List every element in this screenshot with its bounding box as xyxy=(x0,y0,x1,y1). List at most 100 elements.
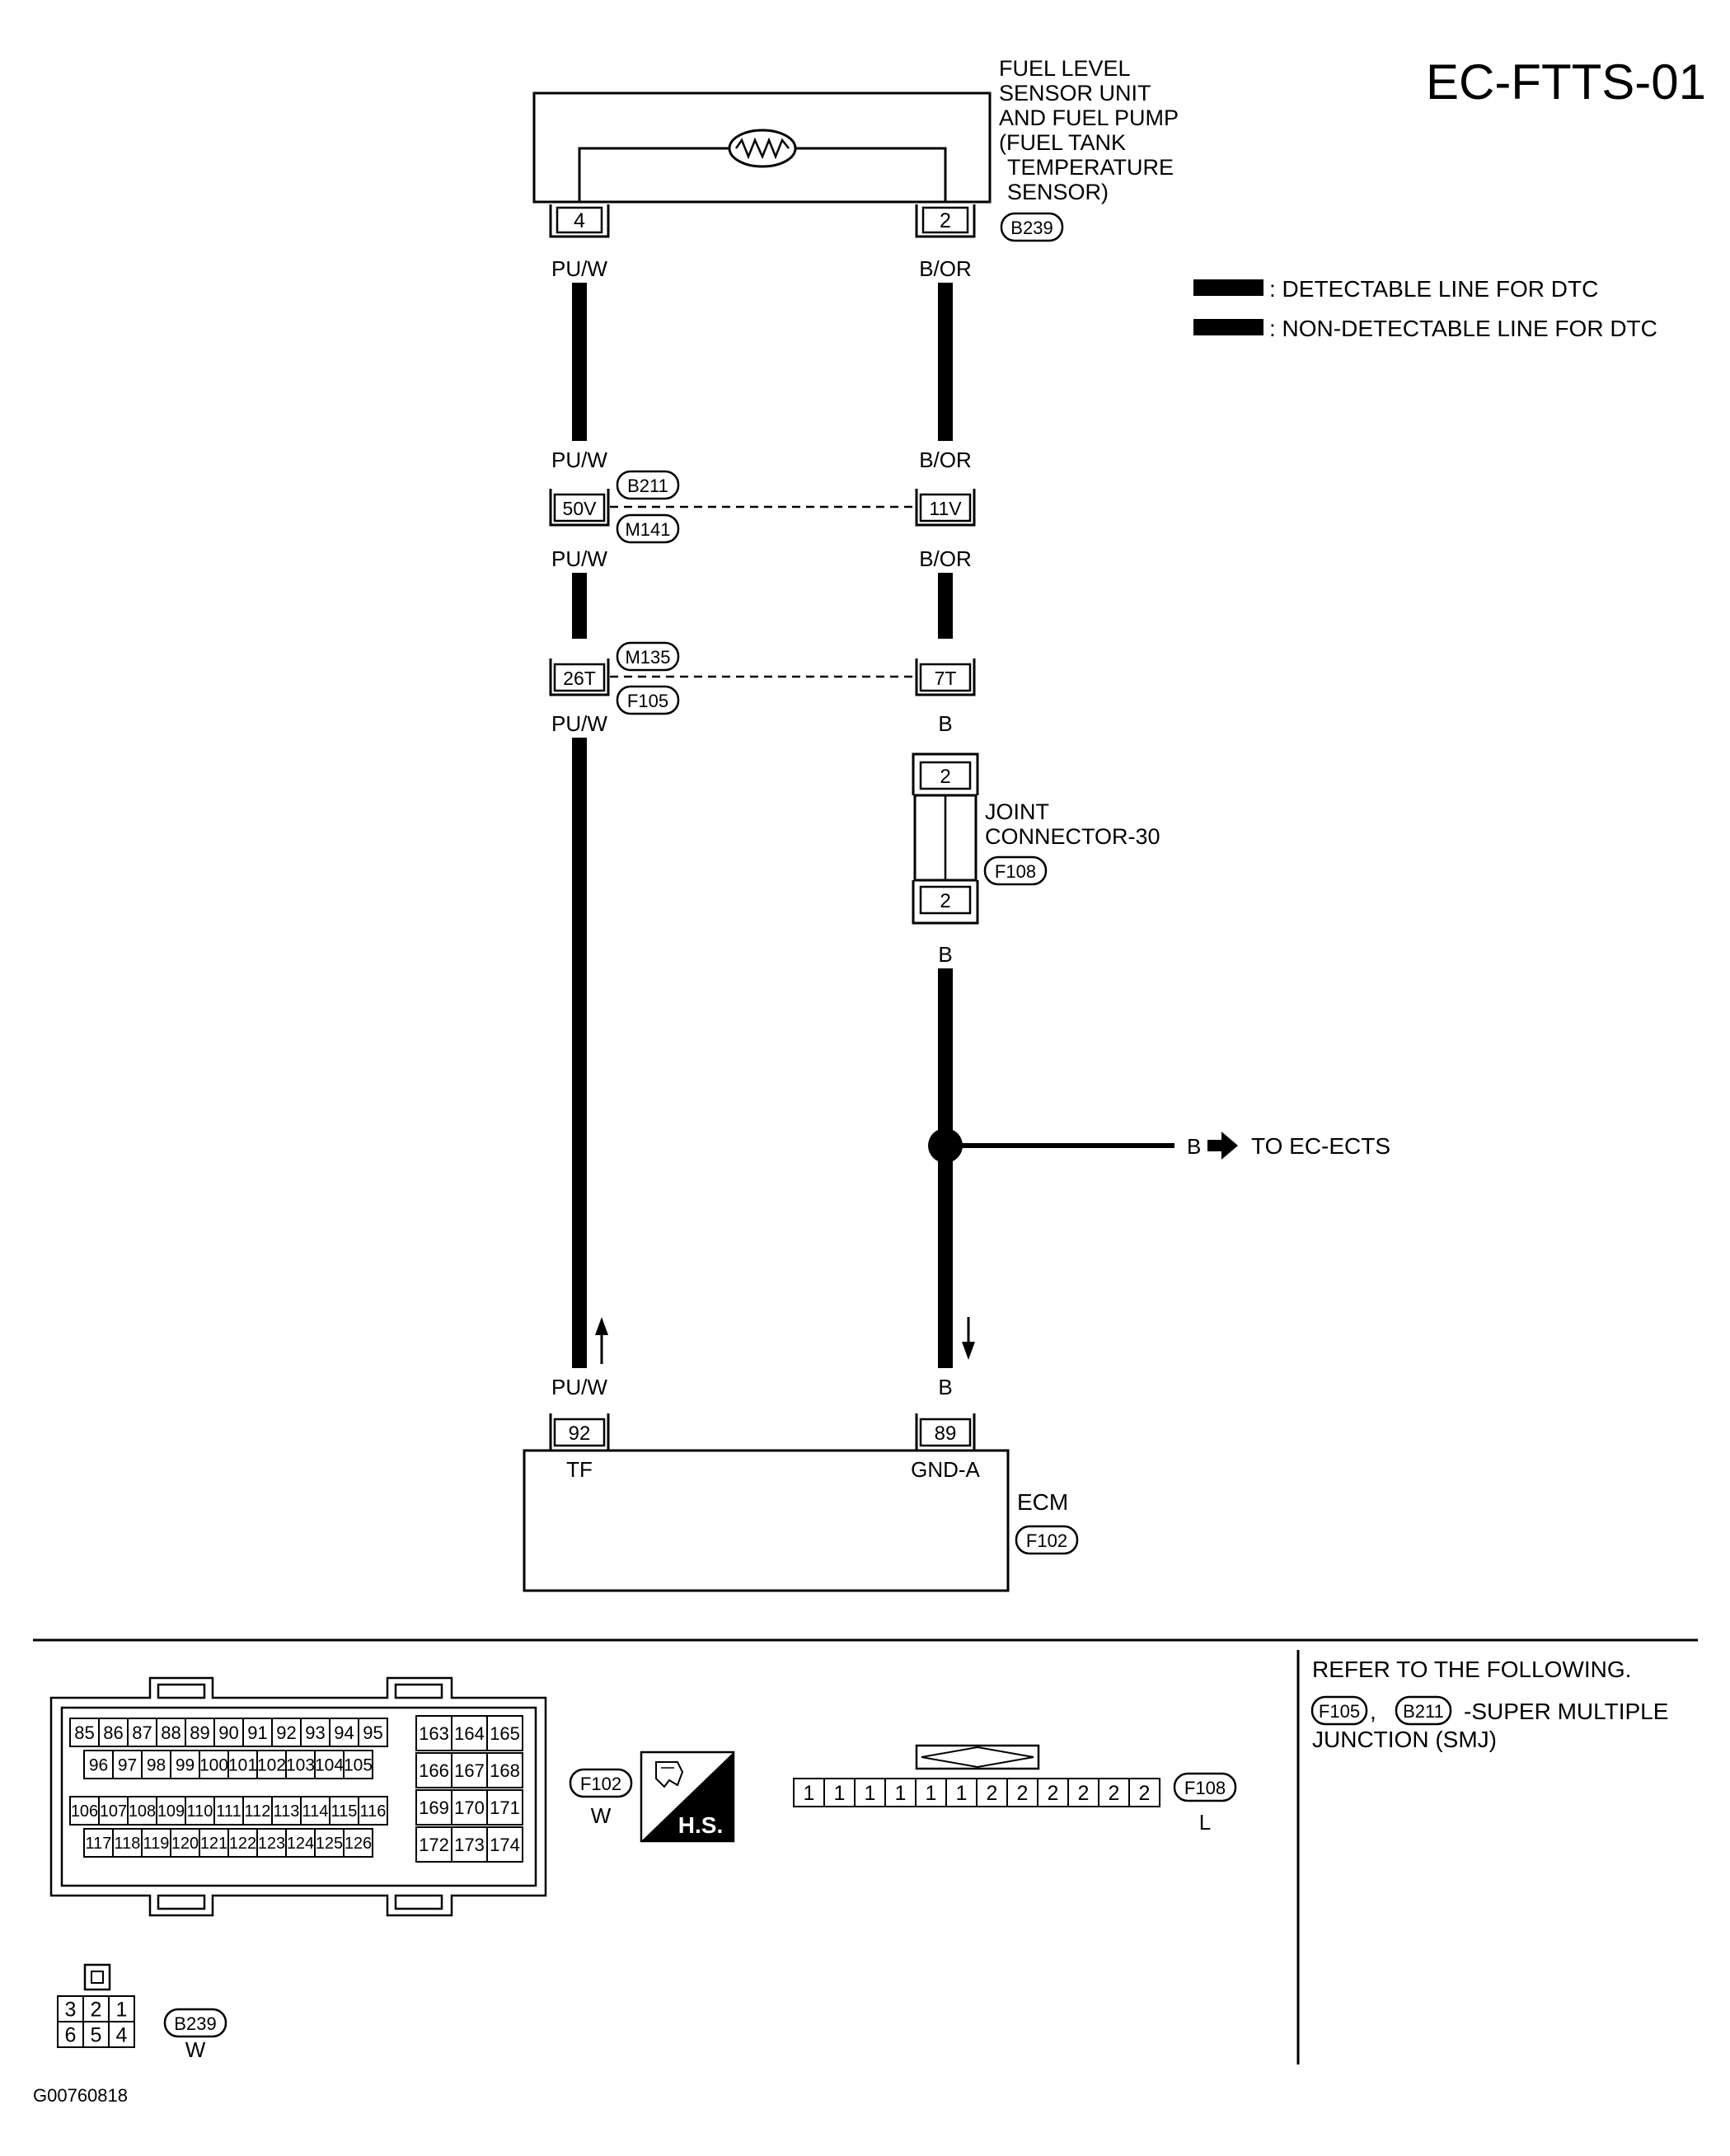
sensor-pin-right: 2 xyxy=(915,204,976,238)
connector-pin: 91 xyxy=(242,1718,273,1747)
connector-pin: 108 xyxy=(127,1796,157,1826)
connector-pin: 5 xyxy=(82,2021,110,2048)
svg-text:AND FUEL PUMP: AND FUEL PUMP xyxy=(999,105,1179,130)
connector-pin: 87 xyxy=(127,1718,157,1747)
svg-text:2: 2 xyxy=(987,1782,998,1805)
connector-pin: 119 xyxy=(141,1828,171,1858)
svg-text:4: 4 xyxy=(116,2024,128,2047)
connector-pin: 103 xyxy=(285,1750,316,1779)
svg-text:172: 172 xyxy=(419,1835,449,1855)
connector-pin: 165 xyxy=(486,1715,523,1751)
up-arrow-icon xyxy=(595,1317,608,1364)
sensor-box xyxy=(532,91,992,204)
svg-text:104: 104 xyxy=(315,1756,344,1775)
connector-pin: 85 xyxy=(69,1718,100,1747)
refer-text: JUNCTION (SMJ) xyxy=(1312,1727,1497,1752)
svg-text:89: 89 xyxy=(190,1722,209,1743)
connector-pin: 97 xyxy=(112,1750,143,1779)
legend-detectable-swatch xyxy=(1193,279,1264,296)
connector-pin: 93 xyxy=(300,1718,331,1747)
connector-pin: 120 xyxy=(170,1828,200,1858)
svg-text:1: 1 xyxy=(804,1782,815,1805)
connector-code-badge xyxy=(163,2008,227,2038)
f102-connector-face xyxy=(49,1676,547,1917)
connector-pin: 1 xyxy=(823,1778,856,1807)
svg-text:SENSOR UNIT: SENSOR UNIT xyxy=(999,81,1151,105)
svg-text:SENSOR): SENSOR) xyxy=(1007,180,1109,204)
connector-pin: 172 xyxy=(415,1826,452,1863)
svg-text:169: 169 xyxy=(419,1797,449,1818)
connector-pin: 174 xyxy=(486,1826,523,1863)
branch-target: TO EC-ECTS xyxy=(1251,1133,1390,1159)
connector-pin: 168 xyxy=(486,1752,523,1788)
svg-text:122: 122 xyxy=(229,1835,256,1853)
connector-pin: 92 xyxy=(271,1718,302,1747)
connector-pin: 115 xyxy=(329,1796,359,1826)
connector-code-badge xyxy=(569,1768,633,1798)
svg-text:167: 167 xyxy=(454,1760,485,1781)
svg-text:1: 1 xyxy=(956,1782,968,1805)
connector-code: B211 xyxy=(627,476,668,496)
svg-text:89: 89 xyxy=(935,1422,957,1445)
svg-text:101: 101 xyxy=(228,1756,257,1775)
connector-pin: 116 xyxy=(358,1796,388,1826)
connector-pin: 1 xyxy=(915,1778,947,1807)
connector-code-badge xyxy=(616,685,680,715)
connector-pin: 163 xyxy=(415,1715,452,1751)
svg-text:111: 111 xyxy=(216,1802,241,1821)
svg-text:TEMPERATURE: TEMPERATURE xyxy=(1007,155,1174,180)
svg-text:95: 95 xyxy=(363,1722,382,1743)
connector-pin: 114 xyxy=(300,1796,331,1826)
joint-connector: 2 2 xyxy=(912,752,979,925)
svg-text:106: 106 xyxy=(71,1802,98,1821)
svg-text:123: 123 xyxy=(258,1835,285,1853)
svg-text:1: 1 xyxy=(865,1782,876,1805)
connector-pin: 88 xyxy=(156,1718,186,1747)
connector-7t: 7T xyxy=(915,659,976,696)
svg-text:1: 1 xyxy=(895,1782,907,1805)
connector-code-badge xyxy=(983,855,1048,886)
connector-pin: 169 xyxy=(415,1789,452,1826)
connector-code-badge xyxy=(1000,212,1064,242)
svg-text:2: 2 xyxy=(1109,1782,1120,1805)
connector-11v: 11V xyxy=(915,489,976,527)
svg-text:94: 94 xyxy=(334,1722,354,1743)
svg-text:2: 2 xyxy=(940,890,950,912)
svg-text:164: 164 xyxy=(454,1723,485,1744)
connector-pin: 106 xyxy=(69,1796,100,1826)
connector-pin: 107 xyxy=(98,1796,129,1826)
connector-pin: 122 xyxy=(227,1828,258,1858)
svg-text:166: 166 xyxy=(419,1760,449,1781)
connector-pin: 100 xyxy=(199,1750,229,1779)
svg-text:2: 2 xyxy=(1139,1782,1151,1805)
connector-code: F105 xyxy=(627,691,668,711)
svg-text:B: B xyxy=(938,1375,952,1399)
connector-code-badge xyxy=(616,513,680,544)
svg-text:99: 99 xyxy=(176,1756,195,1775)
connector-color: L xyxy=(1199,1810,1211,1835)
connector-pin: 121 xyxy=(199,1828,229,1858)
svg-text:PU/W: PU/W xyxy=(551,1375,607,1399)
resistor-zigzag xyxy=(734,137,790,160)
svg-text:174: 174 xyxy=(490,1835,520,1855)
connector-code-badge xyxy=(616,470,680,500)
legend-non-detectable: : NON-DETECTABLE LINE FOR DTC xyxy=(1269,316,1657,341)
connector-code: B211 xyxy=(1403,1701,1444,1722)
svg-text:93: 93 xyxy=(305,1722,325,1743)
connector-pin: 2 xyxy=(1098,1778,1130,1807)
svg-text:5: 5 xyxy=(91,2024,102,2047)
connector-code-badge xyxy=(1015,1525,1079,1555)
svg-text:PU/W: PU/W xyxy=(551,711,607,736)
svg-text:4: 4 xyxy=(574,209,585,232)
svg-text:26T: 26T xyxy=(563,668,596,689)
connector-pin: 90 xyxy=(213,1718,244,1747)
connector-pin: 6 xyxy=(57,2021,84,2048)
svg-text:113: 113 xyxy=(274,1802,300,1821)
svg-text:88: 88 xyxy=(161,1722,181,1743)
connector-pin: 2 xyxy=(1037,1778,1069,1807)
connector-pin: 2 xyxy=(82,1995,110,2022)
svg-text:125: 125 xyxy=(316,1835,343,1853)
svg-text:6: 6 xyxy=(65,2024,77,2047)
thermistor-icon xyxy=(728,129,797,168)
